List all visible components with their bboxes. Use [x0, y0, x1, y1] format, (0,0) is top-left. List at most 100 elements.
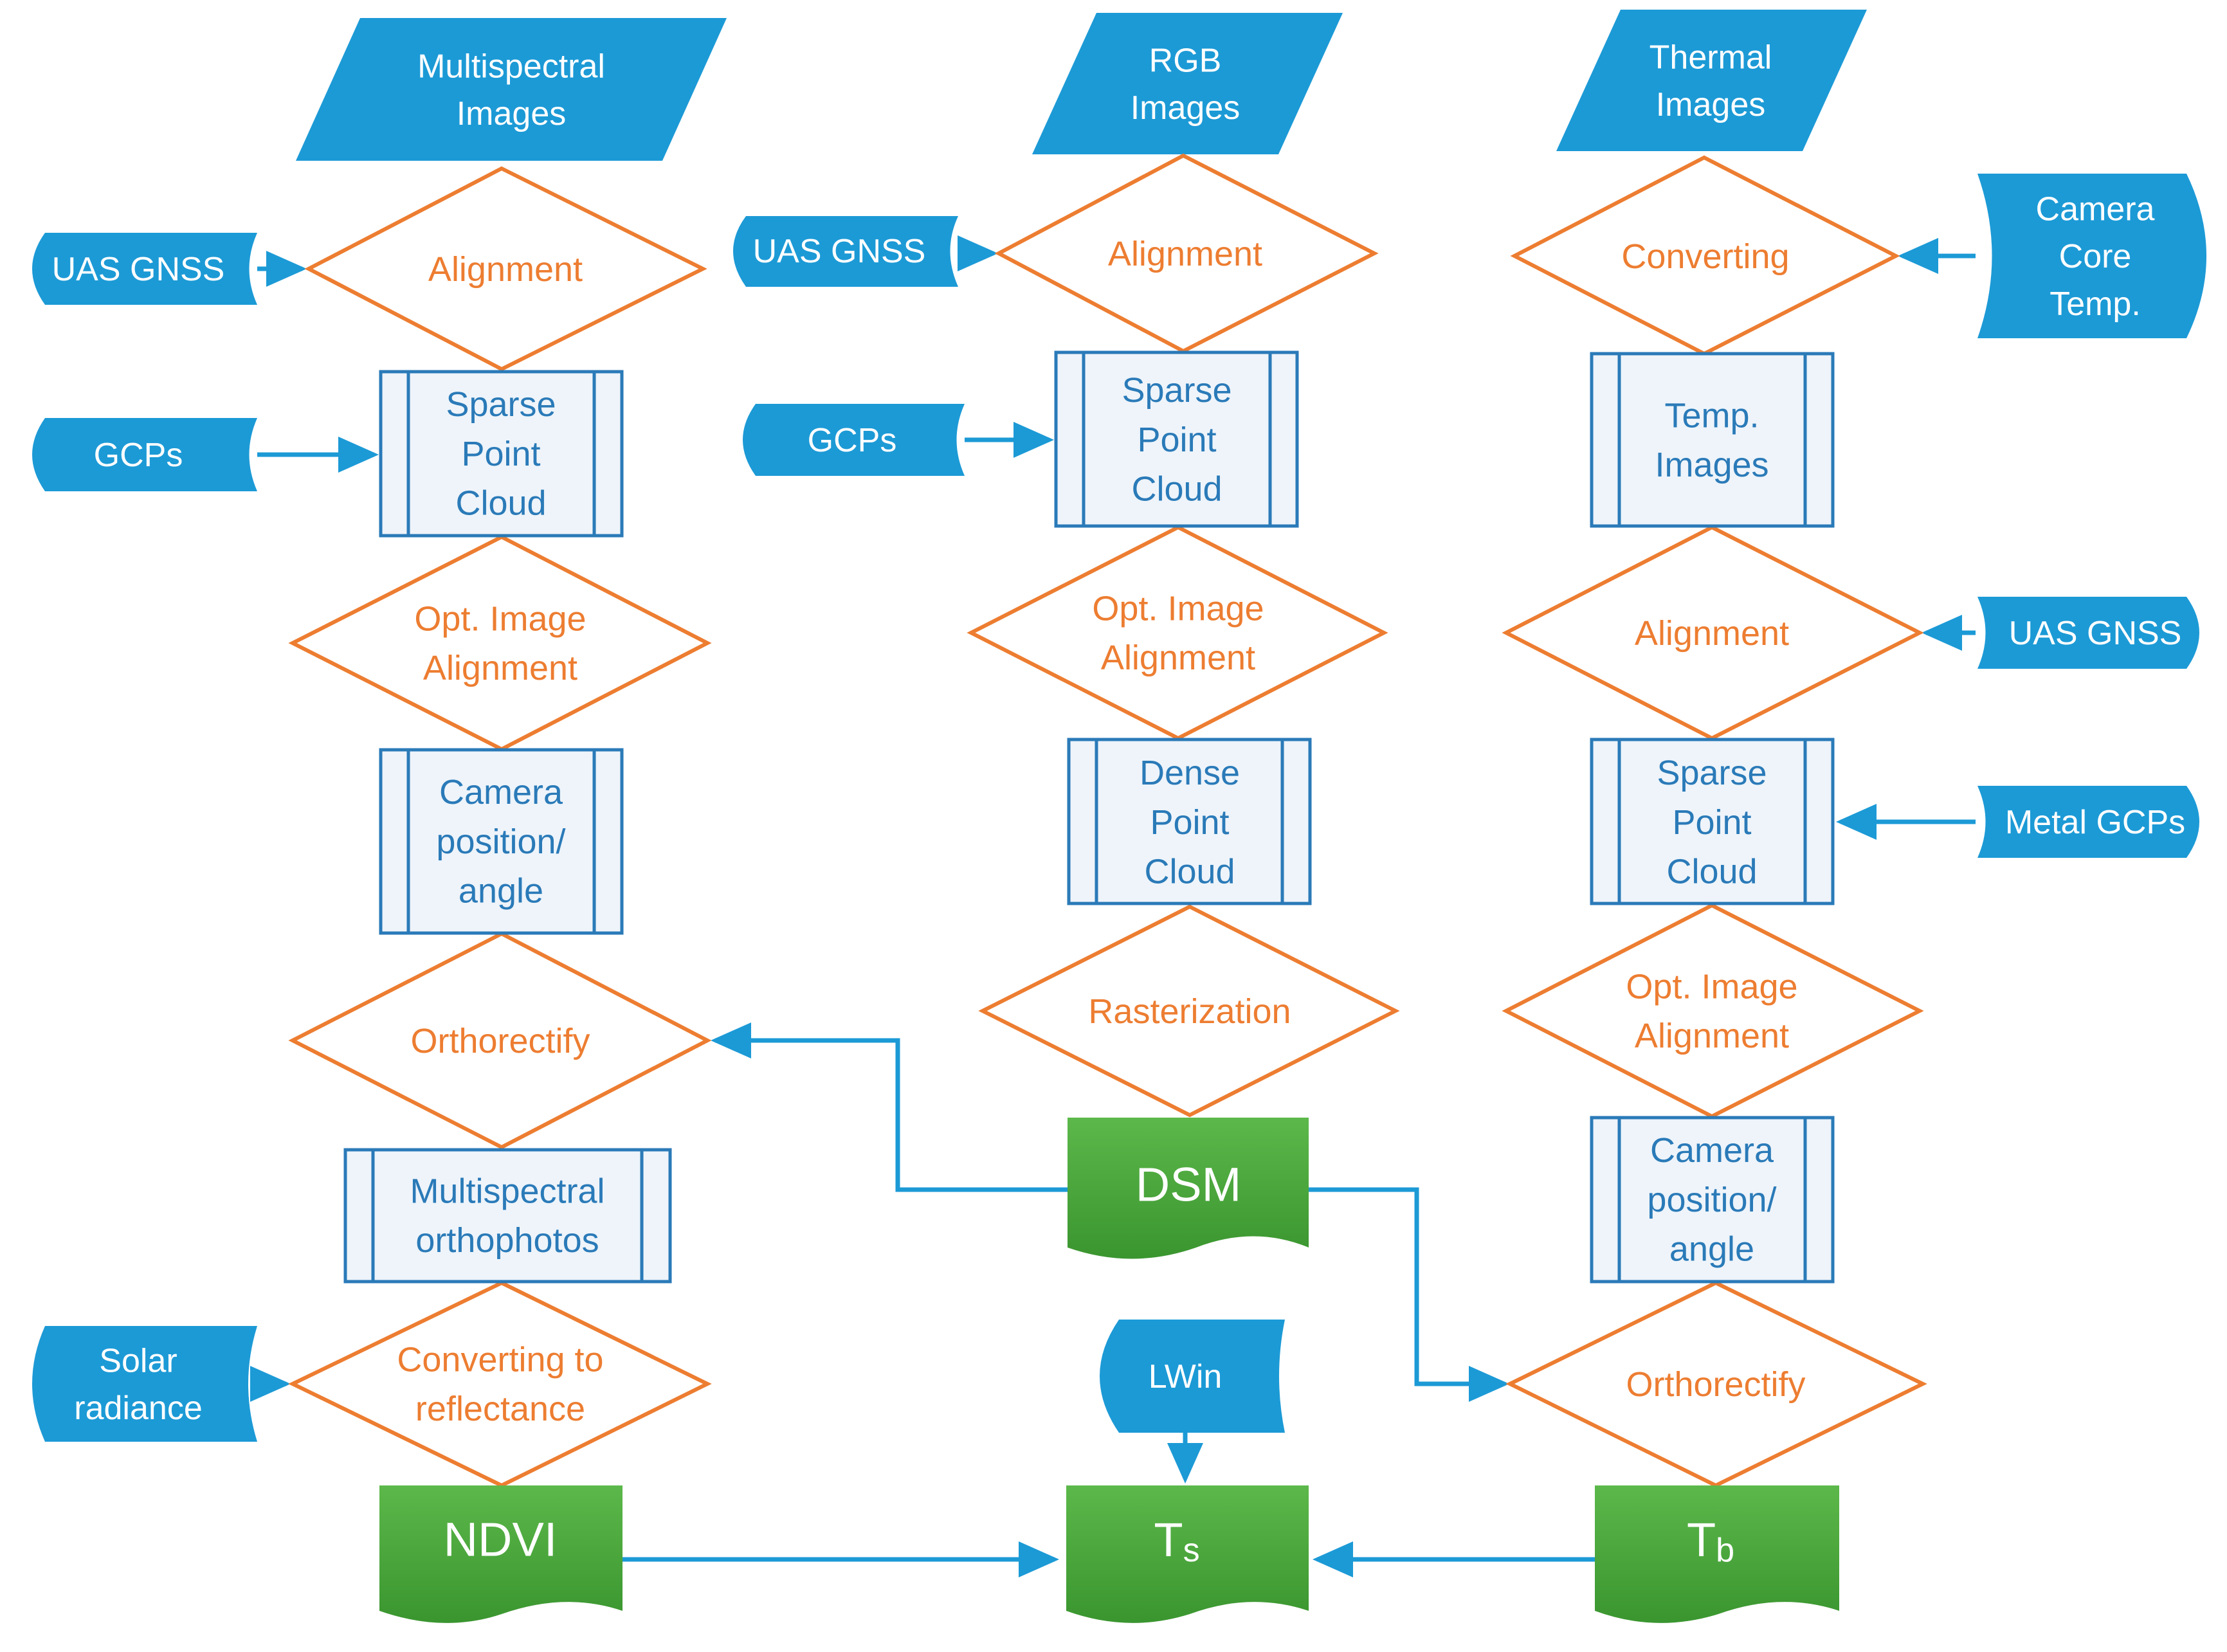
label-line: Point: [1150, 803, 1229, 842]
outputs: DSM NDVI Ts Tb: [379, 1118, 1839, 1623]
label-line: Alignment: [1635, 1017, 1789, 1055]
label-line: reflectance: [415, 1390, 585, 1428]
source-rgb-uas-gnss: UAS GNSS: [733, 216, 958, 287]
arrow-dsm-to-th-orthorectify: [1309, 1187, 1509, 1402]
source-metal-gcps: Metal GCPs: [1977, 786, 2199, 858]
decision-th-alignment: Alignment: [1502, 525, 1924, 741]
label-line: Multispectral: [410, 1172, 604, 1211]
label-line: Cloud: [455, 484, 546, 523]
output-dsm: DSM: [1068, 1118, 1309, 1259]
label-line: Orthorectify: [1626, 1365, 1805, 1404]
label-line: UAS GNSS: [2009, 615, 2182, 652]
label-line: Camera: [1650, 1131, 1774, 1170]
label-line: position/: [436, 822, 565, 861]
label-line: Alignment: [1635, 614, 1789, 653]
label-line: Thermal: [1650, 39, 1772, 76]
process-ms-camera-label: Camera position/angle: [436, 773, 565, 910]
label-line: position/: [1647, 1181, 1776, 1219]
label-line: angle: [459, 872, 543, 911]
label-line: Camera: [439, 773, 563, 812]
source-lwin: LWin: [1100, 1320, 1285, 1433]
label-line: Alignment: [428, 250, 583, 289]
output-ts-label: Ts: [1154, 1513, 1199, 1569]
decision-rgb-rasterization-label: Rasterization: [1088, 992, 1291, 1031]
process-th-camera-label: Camera position/angle: [1647, 1131, 1776, 1268]
label-line: Opt. Image: [414, 600, 586, 639]
input-rgb-label: RGB Images: [1131, 42, 1241, 127]
label-line: GCPs: [808, 422, 897, 459]
output-tb: Tb: [1595, 1485, 1839, 1623]
label-line: Alignment: [1101, 639, 1255, 677]
decision-rgb-alignment-label: Alignment: [1108, 235, 1262, 273]
label-line: Rasterization: [1088, 992, 1291, 1031]
label-line: Sparse: [446, 385, 556, 424]
label-line: Point: [1137, 421, 1216, 459]
decision-ms-orthorectify-label: Orthorectify: [410, 1022, 590, 1060]
connectors: [250, 235, 1976, 1577]
source-ms-gcps: GCPs: [32, 418, 257, 491]
label-line: UAS GNSS: [52, 251, 225, 288]
label-line: orthophotos: [415, 1221, 599, 1260]
label-line: Solar: [99, 1342, 177, 1379]
decision-th-orthorectify-label: Orthorectify: [1626, 1365, 1805, 1404]
decision-th-converting: Converting: [1510, 155, 1900, 356]
output-ts: Ts: [1066, 1485, 1309, 1623]
arrow-dsm-to-ms-orthorectify: [711, 1022, 1068, 1192]
label-line: Point: [1672, 803, 1751, 842]
decision-rgb-rasterization: Rasterization: [978, 904, 1400, 1118]
output-dsm-label: DSM: [1136, 1158, 1241, 1212]
label-line: Images: [457, 95, 567, 132]
label-line: RGB: [1149, 42, 1222, 79]
label-line: Opt. Image: [1626, 968, 1797, 1006]
label-line: Cloud: [1131, 470, 1222, 509]
source-rgb-gcps: GCPs: [743, 404, 965, 476]
process-th-camera-position: Camera position/angle: [1590, 1116, 1835, 1284]
label-line: Sparse: [1122, 371, 1232, 410]
label-line: Alignment: [1108, 235, 1262, 273]
label-line: Images: [1655, 446, 1768, 484]
decision-rgb-alignment: Alignment: [994, 153, 1379, 354]
source-rgb-gcps-label: GCPs: [808, 422, 897, 459]
source-th-uas-gnss-label: UAS GNSS: [2009, 615, 2182, 652]
label-line: LWin: [1149, 1358, 1223, 1395]
process-ms-camera-position: Camera position/angle: [379, 748, 624, 935]
label-line: Images: [1131, 89, 1241, 127]
decision-ms-orthorectify: Orthorectify: [288, 931, 712, 1150]
source-ms-uas-gnss-label: UAS GNSS: [52, 251, 225, 288]
decision-ms-alignment-label: Alignment: [428, 250, 583, 289]
source-th-uas-gnss: UAS GNSS: [1977, 597, 2199, 669]
source-ms-uas-gnss: UAS GNSS: [32, 233, 257, 305]
output-tb-label: Tb: [1687, 1513, 1734, 1569]
decision-th-converting-label: Converting: [1621, 237, 1789, 276]
label-line: Metal GCPs: [2005, 804, 2185, 841]
label-line: Converting to: [397, 1341, 603, 1379]
label-line: angle: [1669, 1230, 1754, 1269]
decision-th-orthorectify: Orthorectify: [1505, 1280, 1927, 1488]
label-line: Cloud: [1144, 853, 1235, 891]
label-line: Orthorectify: [410, 1022, 590, 1060]
output-ndvi: NDVI: [379, 1485, 623, 1623]
label-line: Alignment: [423, 649, 577, 687]
source-ms-gcps-label: GCPs: [94, 437, 183, 474]
source-lwin-label: LWin: [1149, 1358, 1223, 1395]
label-line: UAS GNSS: [753, 233, 926, 270]
decision-ms-alignment: Alignment: [304, 166, 707, 372]
process-ms-orthophotos-label: Multispectral orthophotos: [410, 1172, 604, 1260]
